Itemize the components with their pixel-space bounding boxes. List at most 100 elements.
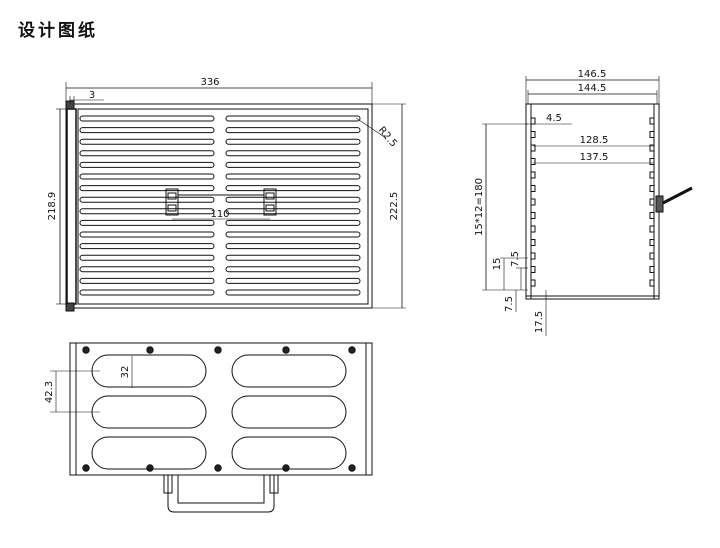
front-slot — [79, 231, 215, 238]
side-rail-tick — [530, 198, 536, 206]
side-rail-tick — [649, 239, 655, 246]
screw-icon — [146, 464, 154, 472]
side-frame — [525, 103, 660, 300]
side-rail-tick — [530, 252, 536, 260]
side-rail-tick — [530, 185, 536, 192]
side-rail-tick — [530, 279, 536, 287]
side-rail-tick — [649, 144, 655, 152]
top-view — [50, 342, 373, 513]
screw-icon — [82, 464, 90, 472]
front-frame — [65, 103, 373, 309]
dim-slot-7-5: 7.5 — [510, 251, 521, 267]
side-rail-tick — [530, 171, 536, 179]
dim-base-17-5: 17.5 — [534, 311, 545, 333]
front-slot — [225, 115, 361, 122]
front-slot — [79, 243, 215, 250]
front-slot — [225, 219, 361, 226]
screw-icon — [348, 346, 356, 354]
top-slot — [231, 395, 347, 429]
side-rail-ticks — [530, 117, 655, 287]
front-slot — [79, 115, 215, 122]
front-slot — [225, 150, 361, 157]
front-slot — [225, 185, 361, 192]
front-view — [56, 82, 406, 312]
side-rail-tick — [649, 225, 655, 233]
front-slot — [225, 266, 361, 273]
side-rail-tick — [530, 225, 536, 233]
top-handle — [167, 475, 275, 513]
side-rail-tick — [649, 171, 655, 179]
top-slot — [231, 436, 347, 470]
front-slot — [79, 196, 215, 203]
dim-depth-144-5: 144.5 — [578, 83, 607, 94]
side-rail-tick — [530, 158, 536, 165]
side-view — [482, 76, 693, 336]
dim-radius: R2.5 — [376, 125, 399, 150]
side-rail-tick — [649, 158, 655, 165]
top-slot — [91, 436, 207, 470]
front-slot — [225, 208, 361, 215]
front-slot — [79, 161, 215, 168]
front-slot — [225, 196, 361, 203]
front-slot — [225, 127, 361, 134]
front-slot — [225, 289, 361, 296]
side-rail-tick — [649, 212, 655, 219]
top-screws — [82, 346, 356, 472]
front-slot — [225, 161, 361, 168]
top-frame — [69, 342, 373, 476]
top-slot — [91, 395, 207, 429]
side-rail-tick — [649, 117, 655, 125]
side-rail-tick — [649, 279, 655, 287]
side-rail-tick — [530, 144, 536, 152]
page-title: 设计图纸 — [18, 21, 98, 41]
dim-lip-4-5: 4.5 — [546, 113, 562, 124]
front-slot — [225, 173, 361, 180]
side-rail-tick — [530, 117, 536, 125]
dim-depth-146-5: 146.5 — [578, 69, 607, 80]
dim-handle-110: 110 — [210, 209, 229, 220]
front-slot — [79, 150, 215, 157]
side-rail-tick — [530, 212, 536, 219]
front-handle-bracket-left — [165, 188, 179, 216]
screw-icon — [214, 464, 222, 472]
front-slot — [79, 185, 215, 192]
front-slot — [225, 277, 361, 284]
front-slot — [225, 254, 361, 261]
front-handle-bracket-right — [263, 188, 277, 216]
front-inner-frame — [77, 108, 369, 305]
side-rail-tick — [530, 266, 536, 273]
dim-height-218-9: 218.9 — [47, 192, 58, 221]
screw-icon — [146, 346, 154, 354]
front-slot — [225, 231, 361, 238]
dim-bottom-gap-7-5: 7.5 — [504, 296, 515, 312]
dim-rail-137-5: 137.5 — [580, 152, 609, 163]
front-slot — [79, 266, 215, 273]
dim-height-222-5: 222.5 — [389, 192, 400, 221]
dim-pitch-15: 15 — [492, 258, 503, 271]
front-slot — [225, 138, 361, 145]
screw-icon — [348, 464, 356, 472]
front-slot — [79, 127, 215, 134]
dim-offset-3: 3 — [89, 90, 95, 101]
front-vent-slots — [79, 115, 361, 296]
side-handle — [655, 186, 693, 213]
front-slot — [79, 289, 215, 296]
dim-rail-128-5: 128.5 — [580, 135, 609, 146]
top-slot — [91, 354, 207, 388]
front-slot — [79, 208, 215, 215]
front-slot — [225, 243, 361, 250]
top-slot — [231, 354, 347, 388]
side-rail-tick — [649, 252, 655, 260]
front-slot — [79, 219, 215, 226]
front-slot — [79, 277, 215, 284]
side-rail-tick — [649, 198, 655, 206]
dim-slot-height-32: 32 — [120, 366, 131, 379]
front-left-handle — [66, 108, 77, 305]
screw-icon — [214, 346, 222, 354]
front-slot — [79, 173, 215, 180]
side-rail-tick — [530, 131, 536, 138]
side-rail-tick — [649, 266, 655, 273]
dim-pitch-total: 15*12=180 — [474, 178, 485, 236]
dim-width-336: 336 — [200, 77, 219, 88]
